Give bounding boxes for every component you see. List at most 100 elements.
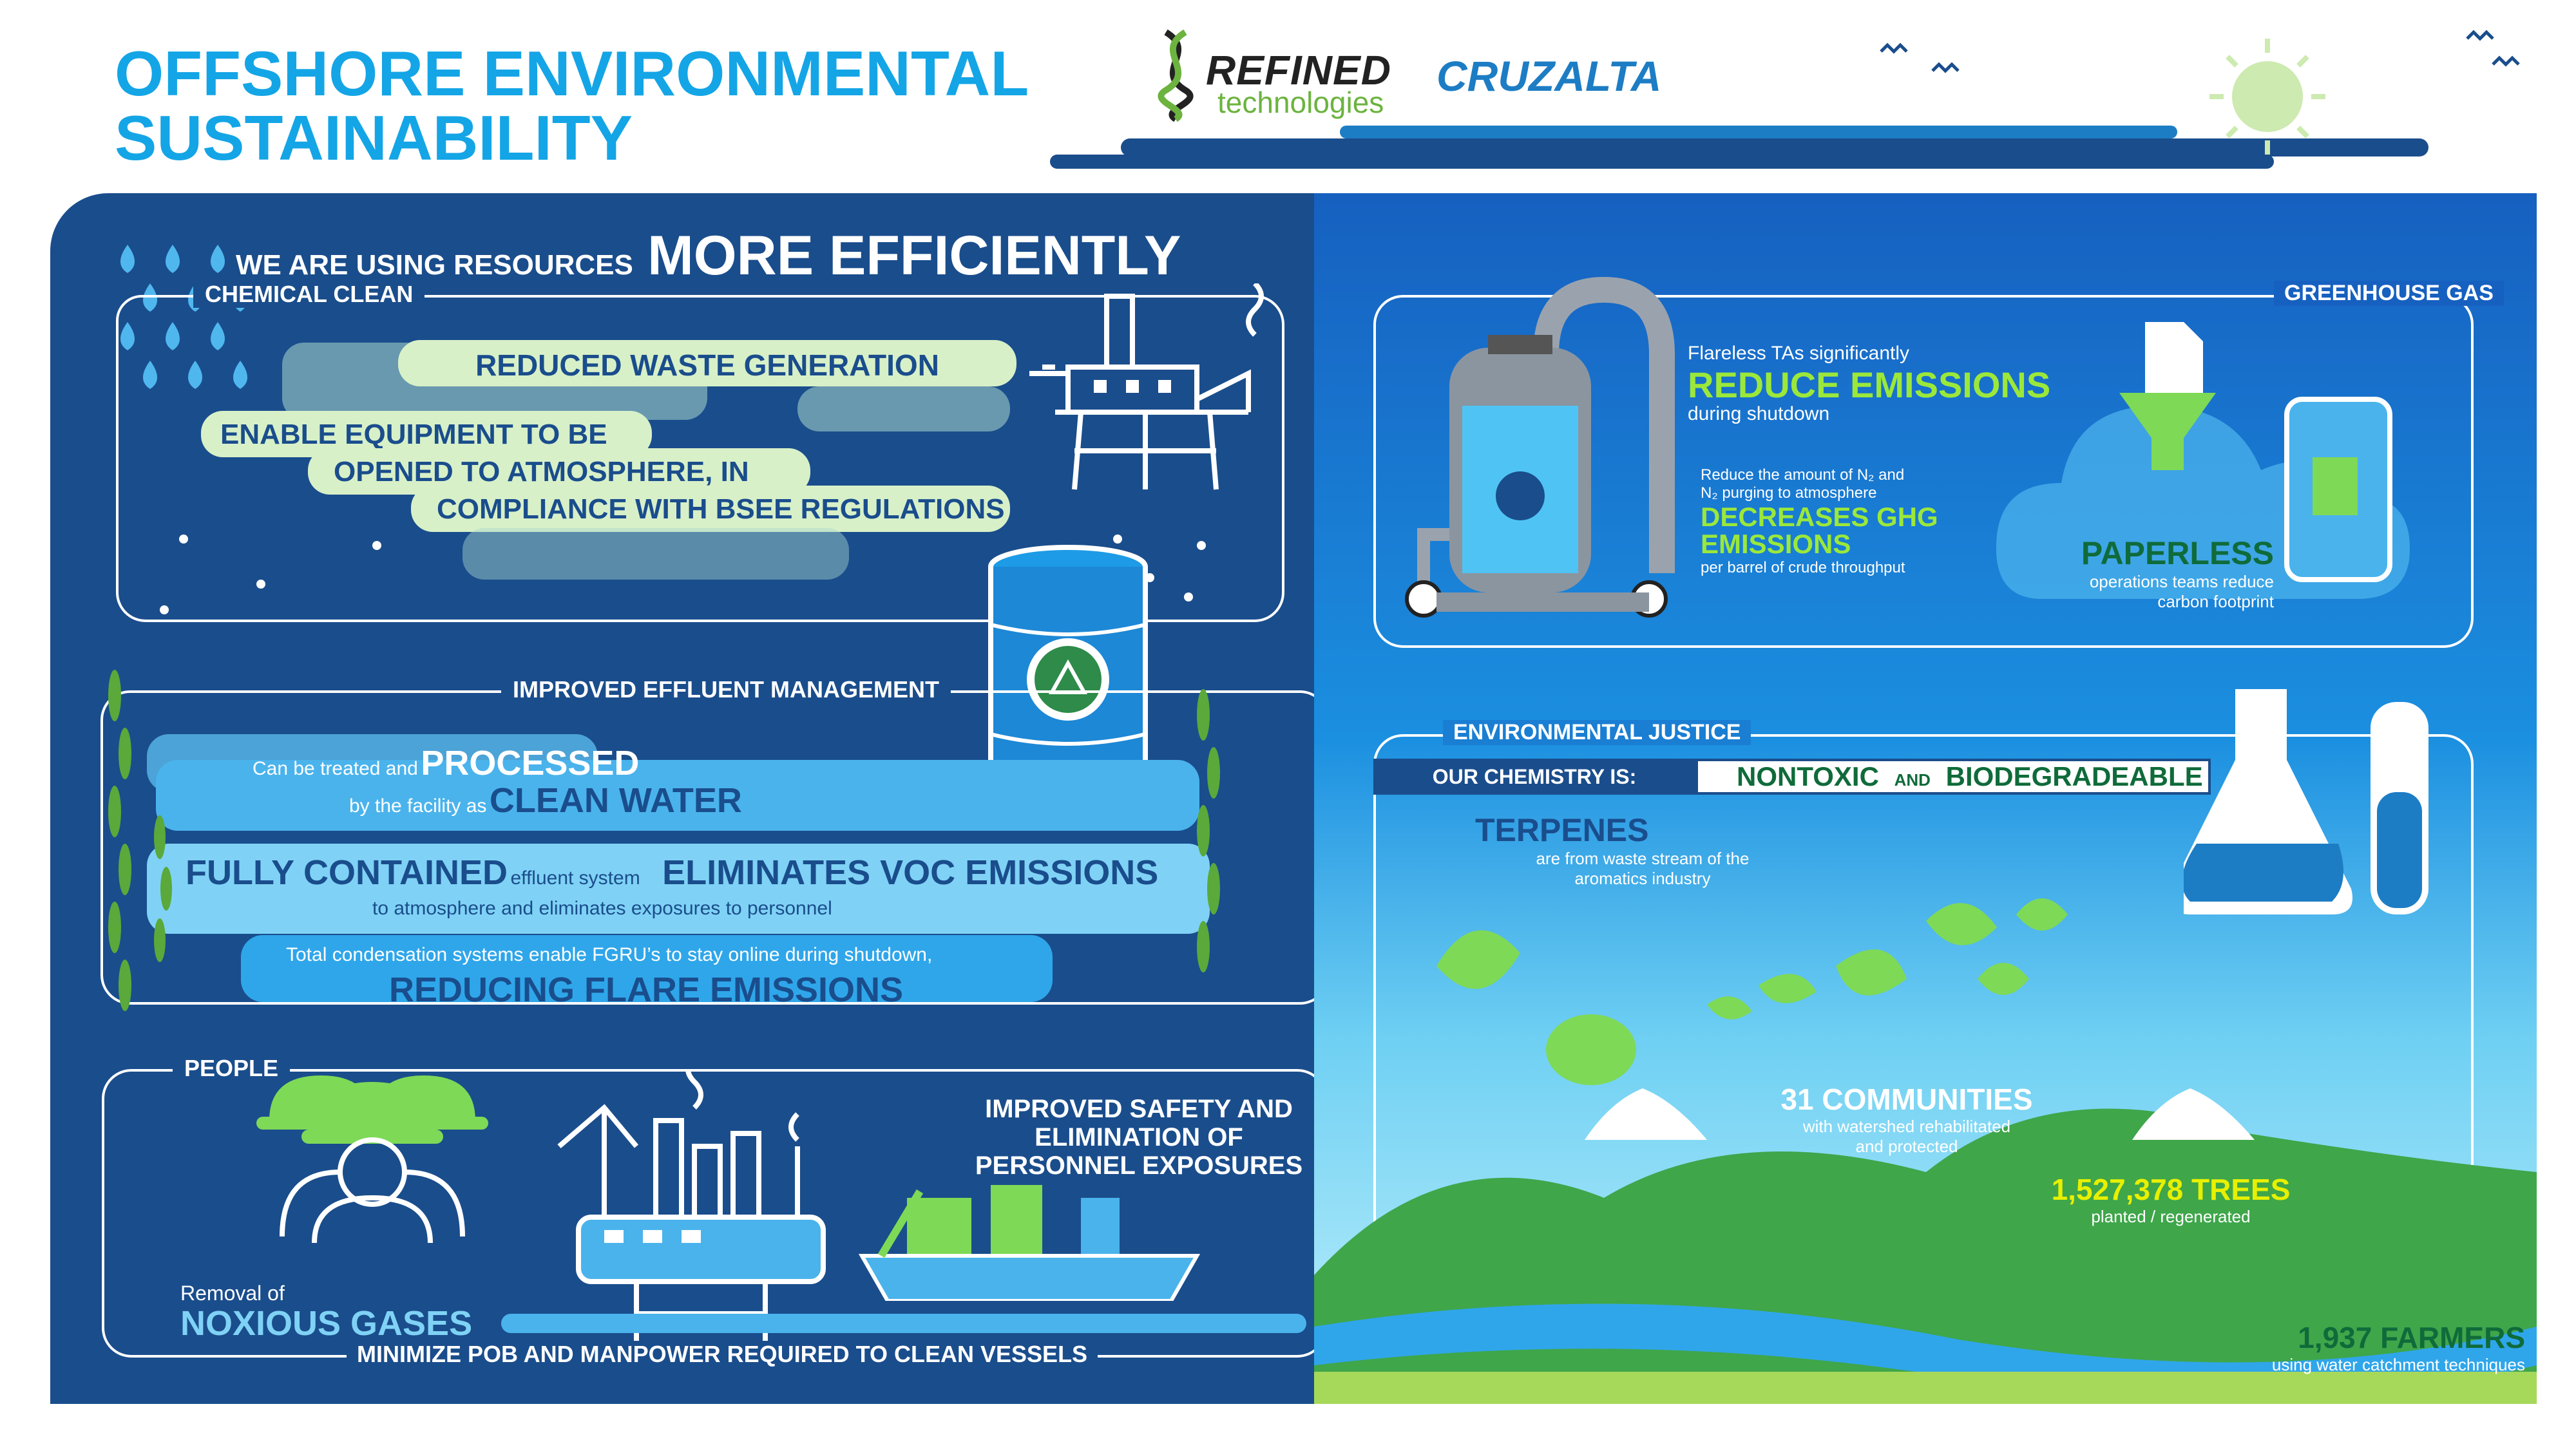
can-be-treated-text: Can be treated and: [253, 758, 418, 779]
atmosphere-personnel-text: to atmosphere and eliminates exposures t…: [372, 898, 832, 919]
bird-icon: [2466, 30, 2494, 41]
paperless-cloud-icon: [1996, 322, 2410, 599]
decreases-ghg-text: DECREASES GHG EMISSIONS: [1701, 504, 1938, 558]
biodegradeable-text: BIODEGRADEABLE: [1945, 761, 2203, 791]
flare-pill: Total condensation systems enable FGRU’s…: [241, 935, 1053, 1009]
logo-word-technologies: technologies: [1217, 86, 1384, 119]
communities-line-1: with watershed rehabilitated: [1802, 1117, 2011, 1136]
reactor-vessel-icon: [1405, 277, 1675, 618]
header-waves-decoration: [1050, 30, 2520, 169]
nontoxic-text: NONTOXIC: [1737, 761, 1879, 791]
chemical-clean-box: [116, 295, 1284, 622]
processed-text: PROCESSED: [421, 744, 640, 782]
page-title: OFFSHORE ENVIRONMENTAL SUSTAINABILITY: [115, 41, 1029, 170]
flareless-text: Flareless TAs significantly: [1688, 343, 1910, 364]
bird-icon: [2492, 55, 2520, 67]
funnel-icon: [2119, 393, 2216, 470]
rig-icon: [557, 1069, 826, 1346]
removal-text: Removal of: [180, 1282, 285, 1305]
farmers-text: 1,937 FARMERS: [2298, 1321, 2525, 1354]
effluent-label: IMPROVED EFFLUENT MANAGEMENT: [501, 676, 951, 703]
flasks-icon: [2184, 689, 2428, 914]
lime-icon: [1436, 930, 1520, 989]
trees-block: 1,527,378 TREES planted / regenerated: [2016, 1172, 2325, 1227]
reduce-n2-line-1: Reduce the amount of N₂ and: [1701, 466, 1905, 484]
ops-line-2: carbon footprint: [2157, 592, 2274, 611]
sun-icon: [2232, 61, 2303, 132]
left-panel: WE ARE USING RESOURCES MORE EFFICIENTLY …: [50, 193, 1330, 1404]
heading-small: WE ARE USING RESOURCES: [236, 249, 633, 281]
condensation-text: Total condensation systems enable FGRU’s…: [286, 944, 933, 965]
chemistry-values: NONTOXIC AND BIODEGRADEABLE: [1695, 759, 2211, 795]
logo-word-refined: REFINED: [1206, 47, 1391, 93]
terpenes-text: TERPENES: [1475, 812, 1649, 848]
greenhouse-gas-label: GREENHOUSE GAS: [2274, 281, 2504, 306]
by-facility-text: by the facility as: [349, 795, 487, 817]
effluent-system-text: effluent system: [510, 867, 640, 889]
and-text: AND: [1894, 770, 1931, 790]
water-line: [501, 1314, 1306, 1333]
decreases-ghg-line-2: EMISSIONS: [1701, 529, 1851, 559]
hop-cone-icon: [1546, 1014, 1636, 1085]
communities-block: 31 COMMUNITIES with watershed rehabilita…: [1733, 1082, 2081, 1157]
safety-text: IMPROVED SAFETY AND ELIMINATION OF PERSO…: [959, 1095, 1319, 1180]
chemical-clean-label: CHEMICAL CLEAN: [193, 281, 425, 308]
farmers-block: 1,937 FARMERS using water catchment tech…: [2087, 1320, 2525, 1375]
pill-decor: [797, 386, 1010, 431]
safety-line-2: ELIMINATION OF: [1035, 1123, 1243, 1151]
atmosphere-text: OPENED TO ATMOSPHERE, IN: [334, 456, 749, 488]
minimize-pob-text: MINIMIZE POB AND MANPOWER REQUIRED TO CL…: [347, 1341, 1098, 1368]
terpenes-desc: are from waste stream of the aromatics i…: [1501, 849, 1784, 889]
decreases-ghg-line-1: DECREASES GHG: [1701, 502, 1938, 532]
seaweed-icon: [108, 670, 172, 1011]
processed-pill: Can be treated and PROCESSED by the faci…: [156, 744, 1199, 831]
compliance-text: COMPLIANCE WITH BSEE REGULATIONS: [437, 493, 1005, 525]
terpenes-line-1: are from waste stream of the: [1536, 849, 1750, 868]
paperless-text: PAPERLESS: [2081, 535, 2274, 571]
trees-sub-text: planted / regenerated: [2091, 1207, 2251, 1226]
cruzalta-logo: CRUZALTA: [1436, 52, 1662, 100]
title-line-2: SUSTAINABILITY: [115, 102, 633, 173]
noxious-gases-text: NOXIOUS GASES: [180, 1304, 473, 1343]
environmental-justice-label: ENVIRONMENTAL JUSTICE: [1443, 720, 1751, 745]
communities-line-2: and protected: [1855, 1137, 1958, 1156]
greenhouse-gas-box: [1373, 295, 2474, 648]
fully-contained-text: FULLY CONTAINED: [186, 853, 508, 892]
leaves-icon: [1436, 898, 2068, 1085]
chemistry-banner: OUR CHEMISTRY IS: NONTOXIC AND BIODEGRAD…: [1373, 759, 2211, 795]
title-line-1: OFFSHORE ENVIRONMENTAL: [115, 38, 1029, 109]
dna-logo-icon: [1158, 29, 1194, 122]
left-heading: WE ARE USING RESOURCES MORE EFFICIENTLY: [236, 224, 1181, 288]
paperless-block: PAPERLESS operations teams reduce carbon…: [2055, 535, 2274, 612]
reduce-n2-line-2: N₂ purging to atmosphere: [1701, 484, 1877, 502]
terpenes-line-2: aromatics industry: [1574, 869, 1711, 888]
during-shutdown-text: during shutdown: [1688, 403, 1830, 424]
workers-icon: [256, 1075, 488, 1243]
reduced-waste-pill: REDUCED WASTE GENERATION: [398, 340, 1016, 386]
right-panel: GREENHOUSE GAS Flareless TAs significant…: [1314, 193, 2537, 1404]
landscape-scene: [1314, 1088, 2537, 1404]
ops-line-1: operations teams reduce: [2089, 572, 2274, 591]
bird-icon: [1880, 43, 1908, 54]
refined-technologies-logo: REFINED technologies: [1147, 26, 1404, 122]
chemistry-is-label: OUR CHEMISTRY IS:: [1373, 759, 1695, 795]
communities-text: 31 COMMUNITIES: [1780, 1083, 2033, 1116]
pill-decor: [463, 528, 849, 580]
people-label: PEOPLE: [173, 1055, 291, 1082]
reducing-flare-text: REDUCING FLARE EMISSIONS: [389, 971, 904, 1009]
reduce-n2-text: Reduce the amount of N₂ and N₂ purging t…: [1701, 466, 1904, 502]
reduce-emissions-text: REDUCE EMISSIONS: [1688, 365, 2051, 405]
reduced-waste-text: REDUCED WASTE GENERATION: [475, 348, 939, 382]
recycle-icon: [1035, 646, 1102, 713]
document-icon: [2145, 322, 2203, 393]
offshore-platform-icon: [1029, 283, 1264, 490]
clean-water-text: CLEAN WATER: [489, 781, 742, 820]
fully-contained-pill: FULLY CONTAINED effluent system ELIMINAT…: [147, 844, 1210, 934]
trees-text: 1,527,378 TREES: [2051, 1173, 2291, 1206]
seaweed-icon: [1197, 689, 1220, 972]
safety-line-1: IMPROVED SAFETY AND: [985, 1095, 1293, 1123]
safety-line-3: PERSONNEL EXPOSURES: [975, 1151, 1303, 1180]
eliminates-voc-text: ELIMINATES VOC EMISSIONS: [662, 853, 1159, 892]
compliance-pill: COMPLIANCE WITH BSEE REGULATIONS: [411, 486, 1010, 532]
bird-icon: [1931, 62, 1960, 73]
